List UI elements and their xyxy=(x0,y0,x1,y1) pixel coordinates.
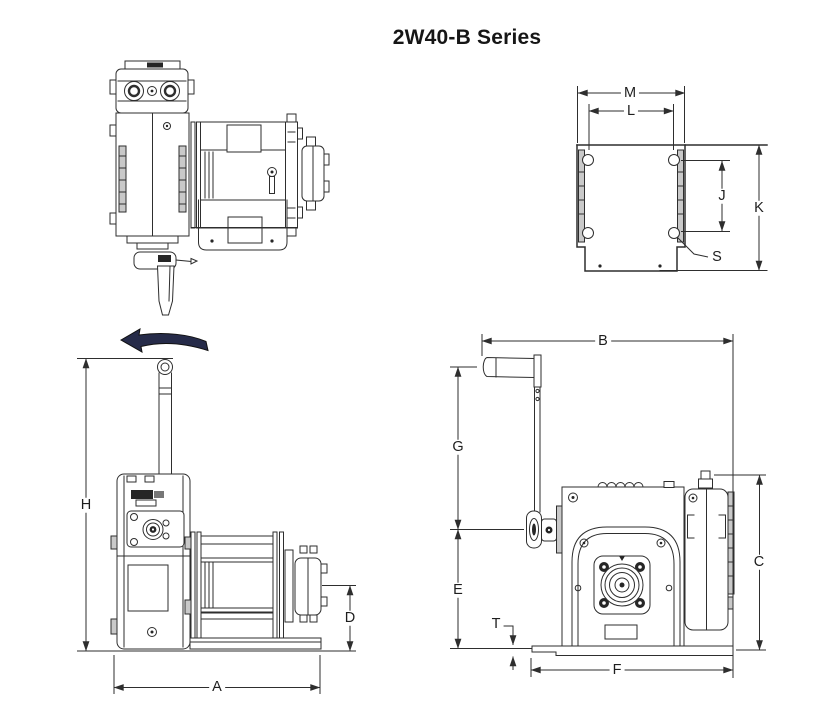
front-view-drawing xyxy=(450,334,766,678)
dim-label-c: C xyxy=(750,555,768,570)
dim-label-s: S xyxy=(709,250,725,265)
mounting-plate-view-drawing xyxy=(576,86,768,272)
dim-label-t: T xyxy=(488,617,504,632)
dim-label-a: A xyxy=(209,680,225,695)
dim-label-j: J xyxy=(715,189,729,204)
dim-label-e: E xyxy=(450,583,466,598)
side-view-drawing xyxy=(77,328,356,694)
dim-label-d: D xyxy=(341,611,359,626)
drawing-title: 2W40-B Series xyxy=(390,26,544,50)
dim-label-l: L xyxy=(623,104,639,119)
dim-label-m: M xyxy=(620,86,640,101)
dim-label-k: K xyxy=(751,201,767,216)
dim-label-b: B xyxy=(595,334,611,349)
rotation-direction-arrow xyxy=(119,328,209,353)
dim-label-f: F xyxy=(609,663,625,678)
top-view-drawing xyxy=(109,60,330,316)
dim-label-g: G xyxy=(449,440,467,455)
dim-label-h: H xyxy=(77,498,95,513)
